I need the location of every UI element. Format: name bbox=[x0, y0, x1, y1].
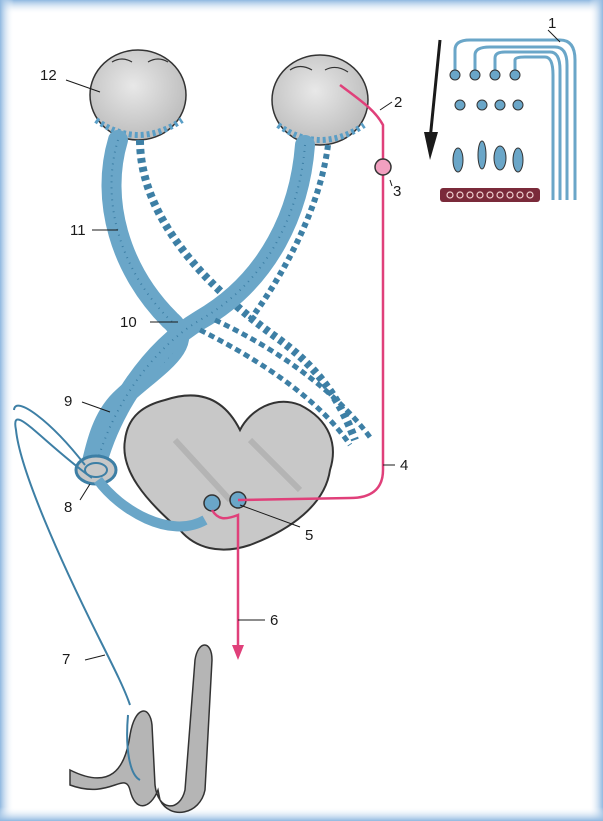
reflex-neuron-3 bbox=[375, 159, 391, 175]
label-5: 5 bbox=[305, 527, 313, 544]
left-eyeball bbox=[90, 50, 186, 140]
motor-nerve-7 bbox=[14, 406, 130, 705]
label-3: 3 bbox=[393, 183, 401, 200]
label-7: 7 bbox=[62, 651, 70, 668]
label-9: 9 bbox=[64, 393, 72, 410]
label-11: 11 bbox=[70, 222, 86, 239]
label-6: 6 bbox=[270, 612, 278, 629]
retina-inset bbox=[424, 40, 575, 202]
down-arrow-6 bbox=[232, 645, 244, 660]
label-12: 12 bbox=[40, 67, 57, 84]
label-10: 10 bbox=[120, 314, 137, 331]
muscle-structure bbox=[70, 645, 212, 812]
label-2: 2 bbox=[394, 94, 402, 111]
right-eyeball bbox=[272, 55, 368, 145]
label-8: 8 bbox=[64, 499, 72, 516]
label-4: 4 bbox=[400, 457, 408, 474]
pigment-layer bbox=[440, 188, 540, 202]
label-1: 1 bbox=[548, 15, 556, 32]
